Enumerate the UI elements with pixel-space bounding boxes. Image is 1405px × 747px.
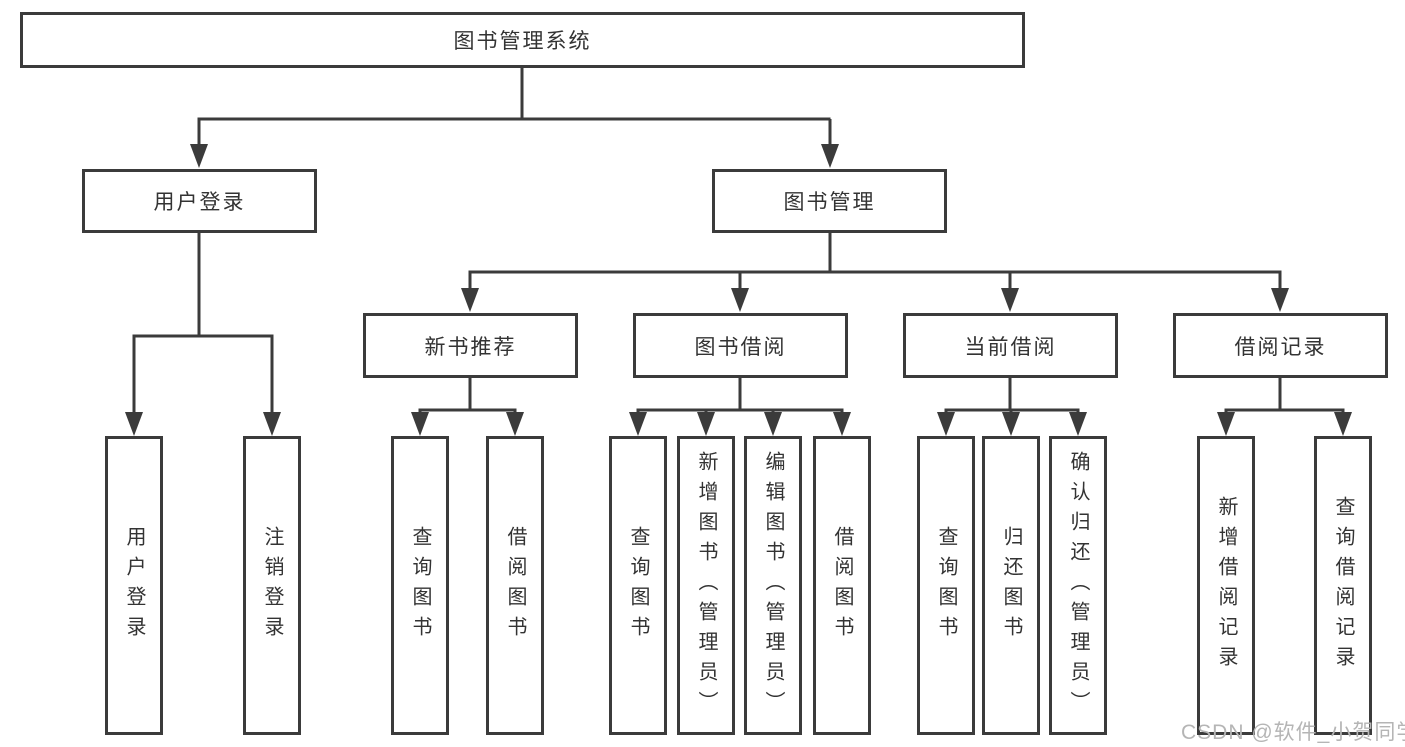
node-book-borrowing-label: 图书借阅	[694, 335, 787, 359]
node-user-login: 用户登录	[82, 169, 317, 233]
leaf-borrow-books-2: 借阅图书	[813, 436, 871, 735]
arrowhead	[411, 412, 429, 436]
connector-borrowrecords-to-leaves	[1224, 378, 1345, 420]
arrowheads	[125, 144, 1352, 436]
leaf-logout-label: 注销登录	[261, 525, 283, 646]
arrowhead	[1001, 288, 1019, 312]
arrowhead	[1271, 288, 1289, 312]
arrowhead	[506, 412, 524, 436]
arrowhead	[1069, 412, 1087, 436]
leaf-user-login: 用户登录	[105, 436, 163, 735]
leaf-confirm-return-admin: 确认归还（管理员）	[1049, 436, 1107, 735]
node-book-management: 图书管理	[712, 169, 947, 233]
leaf-edit-books-admin: 编辑图书（管理员）	[744, 436, 802, 735]
leaf-query-books-1: 查询图书	[391, 436, 449, 735]
arrowhead	[731, 288, 749, 312]
node-new-book-recommendation-label: 新书推荐	[424, 335, 517, 359]
arrowhead	[1217, 412, 1235, 436]
leaf-user-login-label: 用户登录	[123, 525, 145, 646]
node-current-borrowing-label: 当前借阅	[964, 335, 1057, 359]
leaf-query-books-3: 查询图书	[917, 436, 975, 735]
arrowhead	[1334, 412, 1352, 436]
leaf-edit-books-admin-label: 编辑图书（管理员）	[762, 450, 784, 721]
node-root-label: 图书管理系统	[453, 30, 592, 53]
arrowhead	[629, 412, 647, 436]
arrowhead	[125, 412, 143, 436]
leaf-borrow-books-1: 借阅图书	[486, 436, 544, 735]
arrowhead	[1002, 412, 1020, 436]
leaf-logout: 注销登录	[243, 436, 301, 735]
arrowhead	[697, 412, 715, 436]
node-book-management-label: 图书管理	[783, 191, 876, 214]
leaf-return-books-label: 归还图书	[1000, 525, 1022, 646]
arrowhead	[263, 412, 281, 436]
node-new-book-recommendation: 新书推荐	[363, 313, 578, 378]
leaf-confirm-return-admin-label: 确认归还（管理员）	[1067, 450, 1089, 721]
leaf-query-borrowing-record-label: 查询借阅记录	[1332, 495, 1354, 676]
arrowhead	[461, 288, 479, 312]
leaf-borrow-books-2-label: 借阅图书	[831, 525, 853, 646]
connector-newbookrec-to-leaves	[418, 378, 517, 420]
connector-root-to-level2	[197, 68, 832, 150]
leaf-add-books-admin: 新增图书（管理员）	[677, 436, 735, 735]
leaf-add-borrowing-record: 新增借阅记录	[1197, 436, 1255, 735]
node-user-login-label: 用户登录	[153, 191, 246, 214]
connector-bookborrow-to-leaves	[636, 378, 844, 420]
connector-bookmgmt-to-level3	[468, 233, 1282, 294]
node-book-borrowing: 图书借阅	[633, 313, 848, 378]
connector-userlogin-to-leaves	[132, 233, 274, 418]
node-borrowing-records-label: 借阅记录	[1234, 335, 1327, 359]
leaf-query-books-2-label: 查询图书	[627, 525, 649, 646]
leaf-add-books-admin-label: 新增图书（管理员）	[695, 450, 717, 721]
leaf-return-books: 归还图书	[982, 436, 1040, 735]
node-borrowing-records: 借阅记录	[1173, 313, 1388, 378]
arrowhead	[821, 144, 839, 168]
arrowhead	[833, 412, 851, 436]
node-root: 图书管理系统	[20, 12, 1025, 68]
leaf-query-books-3-label: 查询图书	[935, 525, 957, 646]
arrowhead	[937, 412, 955, 436]
leaf-query-borrowing-record: 查询借阅记录	[1314, 436, 1372, 735]
leaf-query-books-1-label: 查询图书	[409, 525, 431, 646]
leaf-query-books-2: 查询图书	[609, 436, 667, 735]
leaf-add-borrowing-record-label: 新增借阅记录	[1215, 495, 1237, 676]
csdn-watermark: CSDN @软件_小贺同学	[1181, 721, 1405, 744]
arrowhead	[190, 144, 208, 168]
node-current-borrowing: 当前借阅	[903, 313, 1118, 378]
arrowhead	[764, 412, 782, 436]
leaf-borrow-books-1-label: 借阅图书	[504, 525, 526, 646]
